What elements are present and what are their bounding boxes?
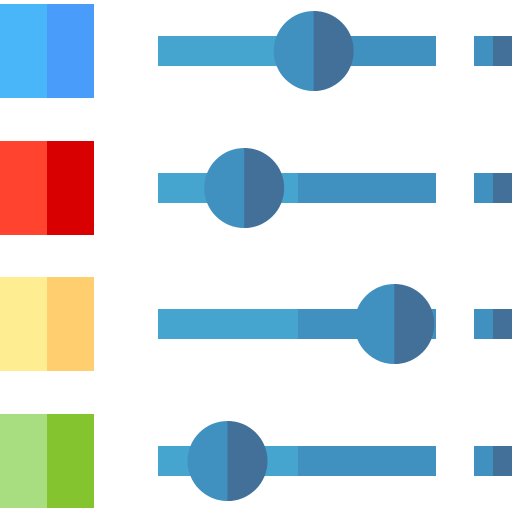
color-swatch-red[interactable] xyxy=(0,141,94,235)
row-indicator xyxy=(474,446,512,476)
indicator-left-segment xyxy=(474,446,493,476)
slider-track[interactable] xyxy=(158,173,436,203)
color-swatch-yellow[interactable] xyxy=(0,277,94,371)
row-indicator xyxy=(474,309,512,339)
indicator-left-segment xyxy=(474,173,493,203)
swatch-right-half xyxy=(47,277,94,371)
knob-shade xyxy=(394,284,435,364)
knob-shade xyxy=(227,421,268,501)
row-indicator xyxy=(474,36,512,66)
slider-knob[interactable] xyxy=(354,284,435,364)
knob-shade xyxy=(313,11,354,91)
swatch-left-half xyxy=(0,141,47,235)
swatch-right-half xyxy=(47,141,94,235)
slider-row-red xyxy=(0,141,512,235)
indicator-right-segment xyxy=(493,309,512,339)
slider-row-yellow xyxy=(0,277,512,371)
slider-row-green xyxy=(0,414,512,508)
swatch-left-half xyxy=(0,4,47,98)
color-swatch-blue[interactable] xyxy=(0,4,94,98)
track-right-segment xyxy=(298,446,436,476)
indicator-left-segment xyxy=(474,309,493,339)
row-indicator xyxy=(474,173,512,203)
slider-knob[interactable] xyxy=(204,148,285,228)
slider-knob[interactable] xyxy=(273,11,354,91)
color-swatch-green[interactable] xyxy=(0,414,94,508)
swatch-right-half xyxy=(47,414,94,508)
track-left-segment xyxy=(158,309,298,339)
indicator-left-segment xyxy=(474,36,493,66)
indicator-right-segment xyxy=(493,173,512,203)
slider-rows xyxy=(0,4,512,508)
slider-knob[interactable] xyxy=(187,421,268,501)
swatch-left-half xyxy=(0,414,47,508)
knob-shade xyxy=(244,148,285,228)
swatch-left-half xyxy=(0,277,47,371)
track-right-segment xyxy=(298,173,436,203)
swatch-right-half xyxy=(47,4,94,98)
slider-row-blue xyxy=(0,4,512,98)
indicator-right-segment xyxy=(493,446,512,476)
indicator-right-segment xyxy=(493,36,512,66)
